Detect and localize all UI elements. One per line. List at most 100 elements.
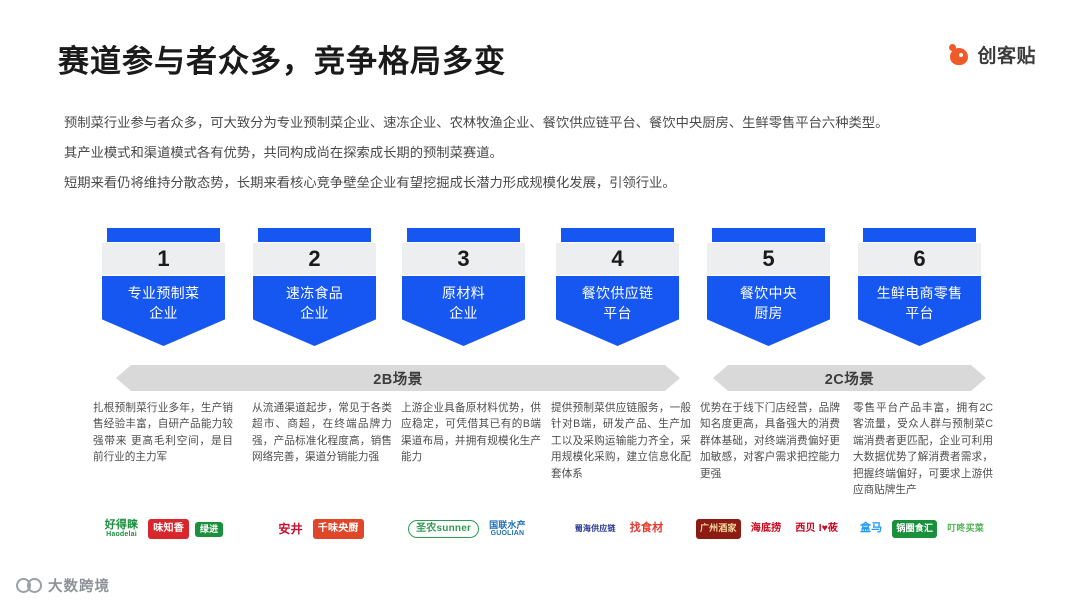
- brand-name: 创客贴: [977, 46, 1036, 67]
- brand-logo-name: 国联水产: [489, 519, 526, 530]
- category-banner-6[interactable]: 6 生鲜电商零售 平台: [858, 228, 981, 346]
- brand-logo-chip: 绿进: [194, 521, 224, 537]
- banner-number-band: 5: [707, 243, 830, 275]
- banner-cap: [863, 228, 976, 242]
- category-banner-1[interactable]: 1 专业预制菜 企业: [102, 228, 225, 346]
- banner-number-band: 3: [402, 243, 525, 275]
- arrow-head-right-icon: [971, 365, 986, 391]
- brand-logo-name: 好得睐: [104, 518, 139, 531]
- brand-logo-name: 广州酒家: [699, 523, 737, 534]
- description-1: 扎根预制菜行业多年，生产销售经验丰富，自研产品能力较强带来 更高毛利空间，是目前…: [93, 402, 233, 464]
- banner-cap: [561, 228, 674, 242]
- intro-line-2: 其产业模式和渠道模式各有优势，共同构成尚在探索成长期的预制菜赛道。: [64, 145, 503, 160]
- scene-arrow-2c: 2C场景: [713, 365, 986, 391]
- brand-logo-name: 蜀海供应链: [574, 523, 616, 533]
- logo-group-4: 蜀海供应链 找食材: [545, 506, 693, 552]
- brand-logo-name: 锅圈食汇: [896, 523, 934, 534]
- description-4: 提供预制菜供应链服务，一般针对B端，研发产品、生产加工以及采购运输能力齐全，采用…: [551, 402, 691, 480]
- banner-pentagon: 生鲜电商零售 平台: [858, 276, 981, 346]
- description-5: 优势在于线下门店经营，品牌知名度更高，具备强大的消费群体基础，对终端消费偏好更加…: [700, 402, 840, 480]
- brand-logo-chip: 锅圈食汇: [892, 520, 938, 538]
- brand-logo-chip: 盒马: [855, 520, 887, 538]
- banner-pentagon: 专业预制菜 企业: [102, 276, 225, 346]
- brand-logo-name: 盒马: [859, 522, 883, 535]
- brand-logo-name: 叮咚买菜: [947, 523, 985, 534]
- brand-logo-name: 西贝 I♥莜: [795, 522, 839, 534]
- banner-label: 专业预制菜 企业: [127, 285, 200, 321]
- page-title: 赛道参与者众多，竞争格局多变: [58, 44, 506, 79]
- intro-line-1: 预制菜行业参与者众多，可大致分为专业预制菜企业、速冻企业、农林牧渔企业、餐饮供应…: [64, 115, 889, 130]
- brand-logo-chip: 安井: [274, 519, 307, 539]
- intro-paragraph: 预制菜行业参与者众多，可大致分为专业预制菜企业、速冻企业、农林牧渔企业、餐饮供应…: [64, 108, 1024, 198]
- brand-logo-chip: 广州酒家: [695, 519, 741, 539]
- banner-number: 5: [762, 246, 775, 271]
- brand-logo-chip: 千味央厨: [312, 518, 364, 540]
- category-banner-3[interactable]: 3 原材料 企业: [402, 228, 525, 346]
- brand-logo-chip: 海底捞: [746, 520, 786, 538]
- brand-logo-name: 绿进: [199, 523, 219, 534]
- banner-number-band: 4: [556, 243, 679, 275]
- footer-watermark: 大数跨境: [16, 575, 110, 596]
- category-banner-5[interactable]: 5 餐饮中央 厨房: [707, 228, 830, 346]
- banner-number-band: 6: [858, 243, 981, 275]
- scene-arrow-2b: 2B场景: [116, 365, 680, 391]
- banner-pentagon: 餐饮中央 厨房: [707, 276, 830, 346]
- banner-cap: [258, 228, 371, 242]
- banner-pentagon: 餐饮供应链 平台: [556, 276, 679, 346]
- category-banner-2[interactable]: 2 速冻食品 企业: [253, 228, 376, 346]
- brand-logo-chip: 蜀海供应链: [570, 521, 620, 537]
- banner-number: 4: [611, 246, 624, 271]
- arrow-head-left-icon: [713, 365, 728, 391]
- description-2: 从流通渠道起步，常见于各类超市、商超，在终端品牌力强，产品标准化程度高，销售网络…: [252, 402, 392, 464]
- category-banner-row: 1 专业预制菜 企业 2 速冻食品 企业 3 原材料 企业: [0, 228, 1080, 346]
- banner-label: 餐饮中央 厨房: [739, 285, 798, 321]
- brand-logo-name: 千味央厨: [317, 522, 359, 534]
- banner-number-band: 1: [102, 243, 225, 275]
- arrow-head-right-icon: [665, 365, 680, 391]
- category-banner-4[interactable]: 4 餐饮供应链 平台: [556, 228, 679, 346]
- brand-logo-latin: Haodelai: [106, 531, 137, 539]
- brand-logo-name: 找食材: [629, 522, 664, 535]
- brand-logo-chip: 叮咚买菜: [943, 521, 989, 537]
- logo-group-6: 盒马 锅圈食汇 叮咚买菜: [848, 506, 996, 552]
- scene-label-2b: 2B场景: [373, 371, 423, 388]
- banner-cap: [712, 228, 825, 242]
- description-3: 上游企业具备原材料优势，供应稳定，可凭借其已有的B端渠道布局，并拥有规模化生产能…: [401, 402, 541, 464]
- brand-logo-name: 安井: [278, 521, 303, 536]
- logo-group-2: 安井 千味央厨: [245, 506, 393, 552]
- banner-number: 3: [457, 246, 470, 271]
- banner-label: 速冻食品 企业: [285, 285, 344, 321]
- banner-cap: [407, 228, 520, 242]
- brand-logo-chip: 找食材: [625, 520, 668, 538]
- beaver-logo-icon: [948, 43, 970, 66]
- brand-logo-name: 圣农: [416, 522, 437, 534]
- banner-number-band: 2: [253, 243, 376, 275]
- brand-logo: 创客贴: [948, 41, 1036, 68]
- brand-logo-latin: sunner: [436, 522, 472, 534]
- infinity-loop-icon: [16, 577, 42, 595]
- banner-pentagon: 原材料 企业: [402, 276, 525, 346]
- banner-label: 原材料 企业: [442, 285, 485, 321]
- arrow-head-left-icon: [116, 365, 131, 391]
- description-6: 零售平台产品丰富，拥有2C客流量，受众人群与预制菜C端消费者更匹配，企业可利用大…: [853, 402, 993, 497]
- intro-line-3: 短期来看仍将维持分散态势，长期来看核心竞争壁垒企业有望挖掘成长潜力形成规模化发展…: [64, 175, 676, 190]
- watermark-text: 大数跨境: [48, 579, 110, 595]
- brand-logo-chip: 西贝 I♥莜: [791, 520, 843, 538]
- brand-logo-name: 海底捞: [750, 522, 782, 534]
- banner-label: 生鲜电商零售 平台: [876, 285, 963, 321]
- brand-logo-name: 味知香: [153, 522, 184, 534]
- banner-cap: [107, 228, 220, 242]
- banner-number: 2: [308, 246, 321, 271]
- brand-logo-latin: GUOLIAN: [490, 530, 525, 538]
- banner-pentagon: 速冻食品 企业: [253, 276, 376, 346]
- scene-label-2c: 2C场景: [824, 371, 875, 388]
- logo-group-5: 广州酒家 海底捞 西贝 I♥莜: [695, 506, 843, 552]
- banner-label: 餐饮供应链 平台: [581, 285, 654, 321]
- banner-number: 1: [157, 246, 170, 271]
